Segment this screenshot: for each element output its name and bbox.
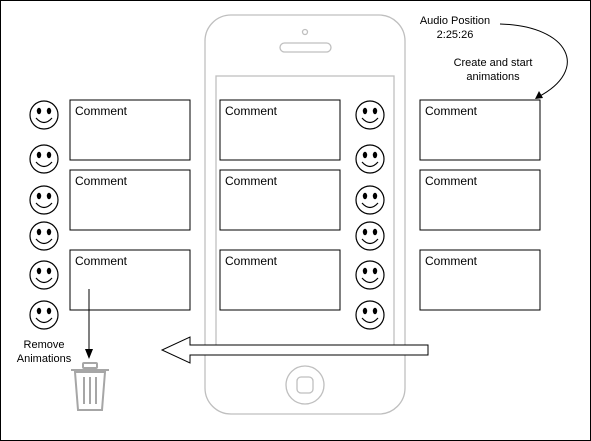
remove-animations-line1: Remove (24, 339, 65, 351)
comment-box-frame (419, 99, 541, 161)
comment-label: Comment (425, 254, 478, 268)
smiley-face-icon (29, 185, 59, 215)
comment-label: Comment (225, 254, 278, 268)
smiley-face-icon (355, 260, 385, 290)
smiley-face-icon (29, 144, 59, 174)
comment-box: Comment (219, 249, 341, 311)
comment-box: Comment (219, 99, 341, 161)
create-animations-line2: animations (466, 71, 520, 83)
create-animations-curved-arrow (499, 23, 568, 98)
remove-down-arrowhead (85, 349, 93, 359)
comment-box-frame (219, 249, 341, 311)
phone-home-button-inner (296, 376, 314, 394)
comment-box: Comment (69, 169, 191, 231)
comment-label: Comment (425, 104, 478, 118)
phone-camera (301, 28, 309, 36)
comment-column-right: Comment Comment Comment (419, 99, 541, 311)
curved-arrowhead (535, 91, 543, 99)
comment-box-frame (219, 99, 341, 161)
smiley-face-icon (355, 100, 385, 130)
comment-label: Comment (75, 254, 128, 268)
comment-box: Comment (419, 249, 541, 311)
phone-home-button-outer (285, 365, 325, 405)
comment-box-frame (219, 169, 341, 231)
create-animations-line1: Create and start (454, 57, 533, 69)
remove-flow-arrow (160, 336, 429, 364)
comment-box-frame (419, 249, 541, 311)
remove-animations-line2: Animations (17, 353, 72, 365)
comment-label: Comment (225, 174, 278, 188)
comment-box-frame (69, 249, 191, 311)
smiley-face-icon (29, 300, 59, 330)
smiley-face-icon (355, 185, 385, 215)
comment-label: Comment (225, 104, 278, 118)
comment-box: Comment (219, 169, 341, 231)
smiley-face-icon (29, 260, 59, 290)
smiley-face-icon (355, 300, 385, 330)
smiley-face-icon (355, 221, 385, 251)
comment-box-frame (419, 169, 541, 231)
smiley-face-icon (29, 100, 59, 130)
audio-position-value: 2:25:26 (437, 29, 474, 41)
comment-label: Comment (75, 174, 128, 188)
comment-box: Comment (69, 99, 191, 161)
smiley-face-group (29, 100, 385, 330)
comment-box: Comment (69, 249, 191, 311)
phone-speaker (279, 42, 332, 53)
comment-column-left: Comment Comment Comment (69, 99, 191, 311)
audio-position-label: Audio Position (420, 15, 490, 27)
comment-box-frame (69, 99, 191, 161)
comment-label: Comment (75, 104, 128, 118)
phone-body (204, 14, 406, 415)
smiley-face-icon (29, 221, 59, 251)
comment-label: Comment (425, 174, 478, 188)
trash-can-icon (71, 362, 109, 411)
comment-column-middle: Comment Comment Comment (219, 99, 341, 311)
comment-box: Comment (419, 169, 541, 231)
smiley-face-icon (355, 144, 385, 174)
comment-box-frame (69, 169, 191, 231)
comment-box: Comment (419, 99, 541, 161)
